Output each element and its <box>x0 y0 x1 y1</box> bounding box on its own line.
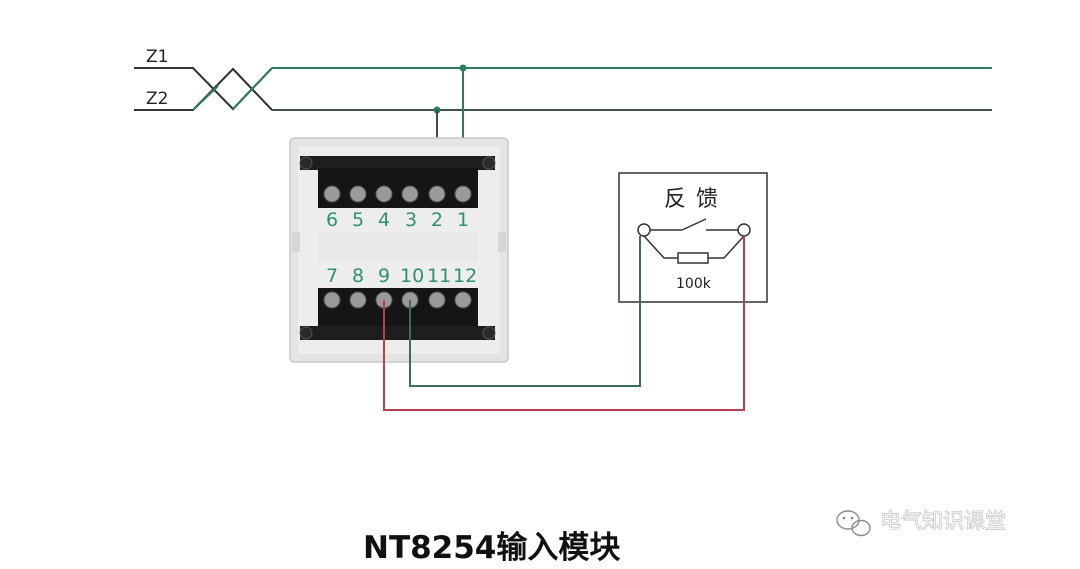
terminal-number: 11 <box>427 265 451 287</box>
bottom-terminal-rail <box>300 326 495 340</box>
module-center <box>318 232 478 262</box>
top-screw <box>349 185 367 203</box>
watermark-text: 电气知识课堂 <box>880 509 1006 533</box>
feedback-terminal-right <box>737 223 751 237</box>
terminal-number: 10 <box>400 265 424 287</box>
terminal-number: 3 <box>405 209 417 231</box>
loop-wire-terminal-10 <box>409 236 641 387</box>
wechat-icon <box>836 510 871 537</box>
top-screw <box>323 185 341 203</box>
bottom-screws <box>323 291 472 309</box>
input-module: 6 5 4 3 2 1 7 8 9 10 11 12 <box>289 137 509 363</box>
top-terminal-rail <box>300 156 495 170</box>
resistor-lead-right <box>708 235 745 259</box>
loop-wire-terminal-9 <box>383 236 745 411</box>
top-terminal-block <box>318 168 478 208</box>
terminal-number: 5 <box>352 209 364 231</box>
terminal-number: 12 <box>453 265 477 287</box>
module-caption: NT8254输入模块 <box>363 530 620 566</box>
top-screw <box>375 185 393 203</box>
bottom-screw <box>349 291 367 309</box>
top-rail-screw-right <box>482 156 496 170</box>
feedback-terminal-left <box>637 223 651 237</box>
bottom-screw <box>454 291 472 309</box>
watermark: 电气知识课堂 <box>836 509 1006 537</box>
terminal-number: 4 <box>378 209 390 231</box>
z1-cross-green-2 <box>232 67 273 110</box>
feedback-box: 反馈 100k <box>618 172 768 303</box>
top-screw <box>401 185 419 203</box>
terminal-number: 2 <box>431 209 443 231</box>
resistor-body <box>677 252 709 264</box>
top-terminal-numbers: 6 5 4 3 2 1 <box>326 209 469 231</box>
terminal-number: 9 <box>378 265 390 287</box>
feedback-title: 反馈 <box>664 187 728 212</box>
loop-wires <box>383 236 745 411</box>
terminal-number: 8 <box>352 265 364 287</box>
bus-lines: Z1 Z2 <box>134 47 992 182</box>
bottom-rail-screw-left <box>299 326 313 340</box>
top-screw <box>428 185 446 203</box>
module-tab-left <box>292 232 300 252</box>
bottom-rail-screw-right <box>482 326 496 340</box>
bottom-terminal-numbers: 7 8 9 10 11 12 <box>326 265 477 287</box>
top-rail-screw-left <box>299 156 313 170</box>
terminal-number: 6 <box>326 209 338 231</box>
bottom-screw <box>428 291 446 309</box>
module-tab-right <box>498 232 506 252</box>
terminal-number: 7 <box>326 265 338 287</box>
terminal-number: 1 <box>457 209 469 231</box>
z1-label: Z1 <box>146 47 168 67</box>
z1-cross-green <box>192 85 219 111</box>
switch-blade <box>681 218 707 231</box>
bottom-terminal-block <box>318 288 478 328</box>
top-screws <box>323 185 472 203</box>
resistor-label: 100k <box>676 276 712 292</box>
bottom-screw <box>323 291 341 309</box>
feedback-frame <box>618 172 768 303</box>
z2-label: Z2 <box>146 89 168 109</box>
top-screw <box>454 185 472 203</box>
resistor-lead-left <box>643 235 678 259</box>
